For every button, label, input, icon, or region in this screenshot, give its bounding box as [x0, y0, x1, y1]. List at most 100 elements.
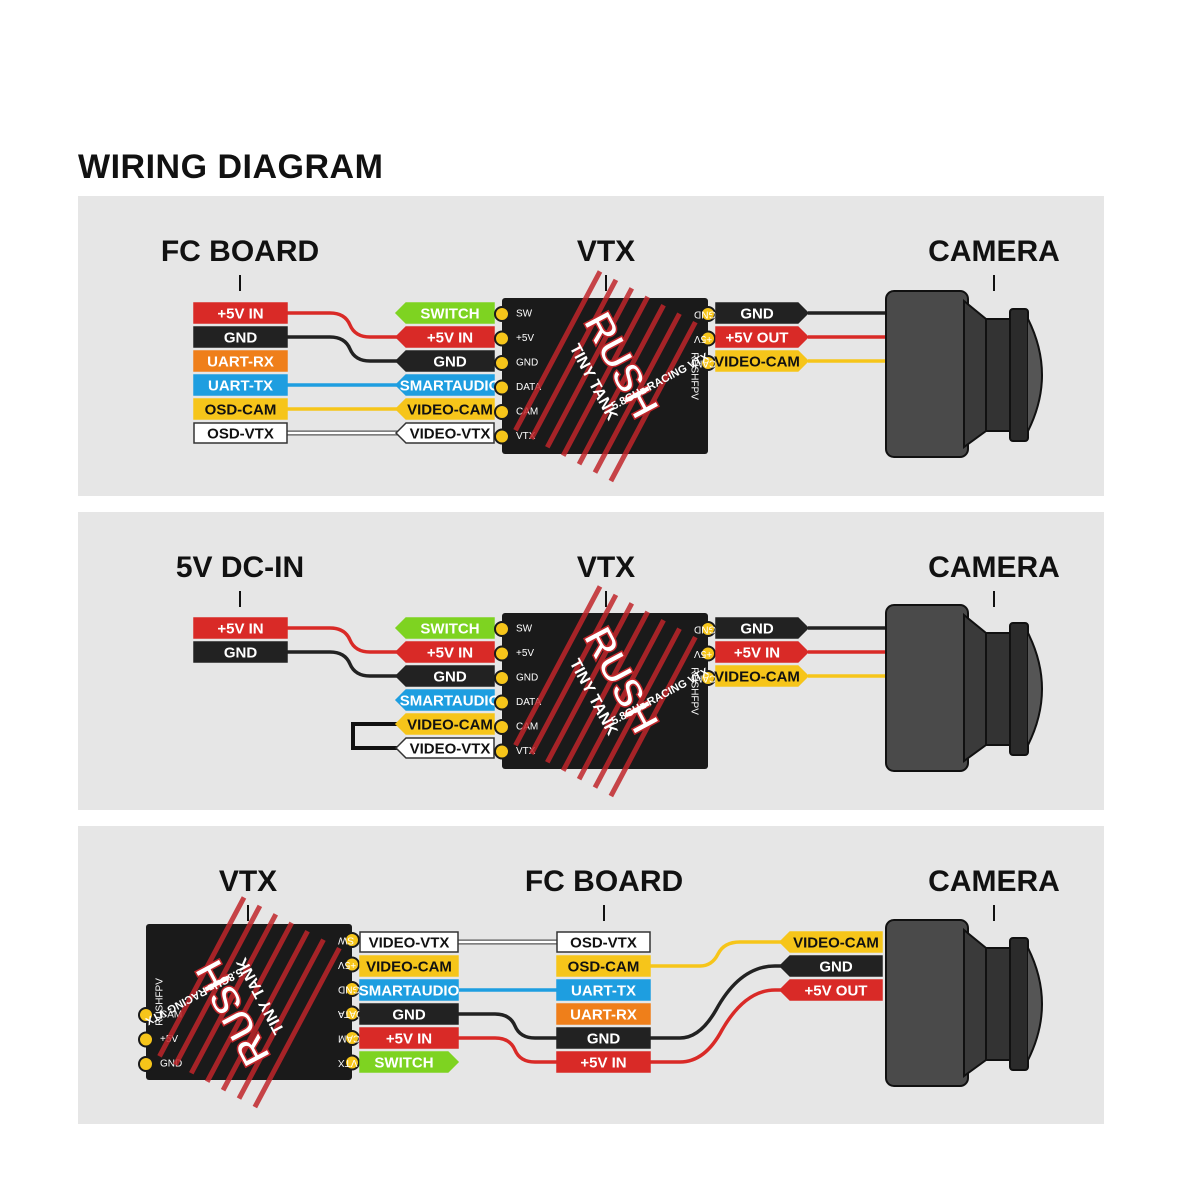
- fc-label-uart-rx: UART-RX: [556, 1003, 651, 1025]
- wire-red: [455, 1036, 560, 1064]
- pin-pad: [700, 355, 716, 371]
- label-text: +5V IN: [427, 330, 473, 347]
- pin-label: +5V: [338, 959, 356, 970]
- pin-pad: [138, 1031, 154, 1048]
- vtx-wire-label-video-vtx: VIDEO-VTX: [394, 422, 495, 444]
- panel3-header-fc-board: FC BOARD: [525, 865, 683, 898]
- label-text: OSD-VTX: [570, 935, 637, 952]
- label-text: +5V IN: [386, 1031, 432, 1048]
- pin-label: DATA: [338, 1008, 364, 1019]
- label-text: VIDEO-CAM: [407, 402, 493, 419]
- pin-pad: [494, 330, 510, 347]
- vtx-side-label-5v-in: +5V IN: [359, 1027, 459, 1049]
- label-text: UART-TX: [571, 983, 636, 1000]
- pin-pad: [700, 306, 716, 322]
- pin-pad: [494, 306, 510, 322]
- pin-label: +5V: [694, 648, 712, 659]
- label-text: SMARTAUDIO: [400, 378, 501, 395]
- pin-pad: [700, 670, 716, 686]
- label-text: GND: [433, 354, 467, 371]
- camera-label-5v-in: +5V IN: [715, 641, 810, 663]
- label-text: GND: [819, 959, 853, 976]
- label-text: VIDEO-CAM: [793, 935, 879, 952]
- fc-label-osd-cam: OSD-CAM: [193, 398, 288, 420]
- camera-lens: [1027, 947, 1043, 1061]
- label-text: UART-RX: [570, 1007, 637, 1024]
- camera-label-video-cam: VIDEO-CAM: [778, 931, 883, 953]
- fc-label-osd-cam: OSD-CAM: [556, 955, 651, 977]
- vtx-side-label-video-cam: VIDEO-CAM: [359, 955, 459, 977]
- pin-pad: [494, 645, 510, 662]
- pin-label: CAM: [694, 358, 716, 369]
- label-text: +5V OUT: [726, 330, 789, 347]
- pin-pad: [494, 379, 510, 396]
- panel1-header-fc-board: FC BOARD: [161, 235, 319, 268]
- pin-label: CAM: [338, 1033, 360, 1044]
- label-text: +5V IN: [427, 645, 473, 662]
- camera-lens: [1027, 318, 1043, 432]
- wire-black: [455, 1012, 560, 1040]
- camera: [885, 919, 1043, 1087]
- pin-pad: [494, 404, 510, 420]
- pin-label: CAM: [694, 673, 716, 684]
- wire-red: [650, 988, 786, 1064]
- label-text: GND: [740, 306, 774, 323]
- pin-pad: [494, 743, 510, 760]
- wire-black: [287, 650, 400, 678]
- label-text: GND: [740, 621, 774, 638]
- pin-pad: [344, 956, 360, 973]
- label-text: SWITCH: [374, 1055, 433, 1072]
- pin-label: GND: [694, 624, 716, 635]
- fc-label-uart-tx: UART-TX: [556, 979, 651, 1001]
- label-text: SWITCH: [420, 621, 479, 638]
- pin-label: DATA: [516, 697, 542, 708]
- camera-label-video-cam: VIDEO-CAM: [714, 350, 810, 372]
- pin-pad: [700, 330, 716, 347]
- pin-label: +5V: [516, 648, 534, 659]
- wire-black: [650, 964, 786, 1040]
- label-text: OSD-VTX: [207, 426, 274, 443]
- fc-label-5v-in: +5V IN: [193, 302, 288, 324]
- camera-label-video-cam: VIDEO-CAM: [714, 665, 810, 687]
- label-text: SMARTAUDIO: [400, 693, 501, 710]
- label-text: VIDEO-VTX: [369, 935, 450, 952]
- wire-red: [287, 311, 400, 339]
- camera-label-5v-out: +5V OUT: [715, 326, 810, 348]
- pin-label: GND: [516, 358, 538, 369]
- pin-pad: [494, 355, 510, 371]
- pin-label: VTX: [516, 431, 536, 442]
- pin-label: SW: [516, 309, 533, 320]
- pin-pad: [344, 981, 360, 997]
- vtx-wire-label-video-vtx: VIDEO-VTX: [394, 737, 495, 759]
- vtx-maker: RUSHFPV: [689, 352, 700, 400]
- camera-lens: [1027, 632, 1043, 746]
- pin-pad: [494, 694, 510, 711]
- panel2-header-camera: CAMERA: [928, 551, 1060, 584]
- pin-pad: [344, 932, 360, 948]
- fc-label-gnd: GND: [556, 1027, 651, 1049]
- pin-pad: [138, 1056, 154, 1072]
- fc-label-osd-vtx: OSD-VTX: [556, 931, 651, 953]
- vtx-side-label-gnd: GND: [359, 1003, 459, 1025]
- fc-label-osd-vtx: OSD-VTX: [193, 422, 288, 444]
- dcin-label-5v-in: +5V IN: [193, 617, 288, 639]
- label-text: VIDEO-CAM: [714, 354, 800, 371]
- panel3-header-camera: CAMERA: [928, 865, 1060, 898]
- vtx-wire-label-gnd: GND: [394, 665, 495, 687]
- label-text: +5V OUT: [805, 983, 868, 1000]
- pin-label: VTX: [516, 746, 536, 757]
- pin-label: GND: [516, 673, 538, 684]
- label-text: SWITCH: [420, 306, 479, 323]
- camera: [885, 604, 1043, 772]
- pin-pad: [494, 621, 510, 637]
- label-text: GND: [392, 1007, 426, 1024]
- vtx-side-label-switch: SWITCH: [359, 1051, 460, 1073]
- page-title: WIRING DIAGRAM: [78, 148, 384, 186]
- vtx-side-label-smartaudio: SMARTAUDIO: [359, 979, 460, 1001]
- pin-label: DATA: [516, 382, 542, 393]
- panel1-header-camera: CAMERA: [928, 235, 1060, 268]
